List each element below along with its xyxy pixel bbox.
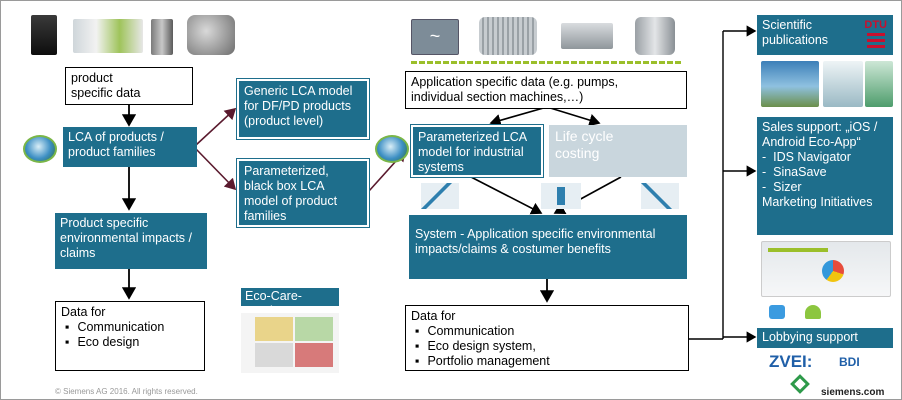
inverter-image: ~ [411, 19, 459, 55]
generic-lca-box: Generic LCA model for DF/PD products (pr… [237, 79, 369, 139]
product-specific-data-box: product specific data [65, 67, 193, 105]
param-lca-line-3: systems [418, 160, 464, 174]
left-data-for-box: Data for Communication Eco design [55, 301, 205, 371]
bdi-logo: BDI [839, 355, 860, 369]
siemens-com-logo: siemens.com [821, 387, 885, 398]
scientific-publications-box: Scientific publications DTU [757, 15, 893, 55]
sales-support-box: Sales support: „iOS / Android Eco-App“ -… [757, 117, 893, 235]
center-data-for-box: Data for Communication Eco design system… [405, 305, 689, 371]
generic-lca-line-3: (product level) [244, 114, 324, 128]
param-lca-box: Parameterized LCA model for industrial s… [411, 125, 543, 177]
pump-image [635, 17, 675, 55]
system-impacts-box: System - Application specific environmen… [409, 215, 687, 279]
lca-products-line-1: LCA of products / [68, 130, 164, 144]
zvei-logo: ZVEI: [769, 352, 813, 371]
coupling-image [561, 23, 613, 49]
sales-line-1: Sales support: „iOS / [762, 120, 878, 134]
param-lca-line-2: model for industrial [418, 145, 524, 159]
eco-care-matrix-label: Eco-Care-Matrix [241, 288, 339, 318]
center-data-item: Portfolio management [415, 354, 683, 369]
sales-line-2: Android Eco-App“ [762, 135, 861, 149]
dtu-logo-mark [867, 33, 885, 49]
drive-photo [31, 15, 57, 55]
application-data-line-2: individual section machines,…) [411, 90, 584, 104]
module-photo [151, 19, 173, 55]
globe-recycle-icon [23, 135, 57, 163]
product-data-line-1: product [71, 71, 113, 85]
center-data-item: Communication [415, 324, 683, 339]
left-data-item: Eco design [65, 335, 199, 350]
left-data-for-title: Data for [61, 305, 106, 319]
motor-image [479, 17, 537, 55]
lca-products-box: LCA of products / product families [63, 127, 197, 167]
motor-photo [187, 15, 235, 55]
sales-item: - Sizer [762, 180, 802, 194]
balance-icon [541, 183, 581, 209]
life-cycle-line-2: costing [555, 145, 600, 161]
env-impacts-line-1: Product specific [60, 216, 149, 230]
center-data-item: Eco design system, [415, 339, 683, 354]
globe-recycle-icon-center [375, 135, 409, 163]
param-lca-line-1: Parameterized LCA [418, 130, 528, 144]
controller-photo [73, 19, 143, 53]
black-box-line-1: Parameterized, [244, 164, 329, 178]
book-cover-3 [865, 61, 893, 107]
env-impacts-line-2: environmental impacts / [60, 231, 193, 245]
black-box-line-3: model of product [244, 194, 338, 208]
env-impacts-line-3: claims [60, 246, 96, 260]
sales-item-label: Sizer [773, 180, 802, 194]
generic-lca-line-1: Generic LCA model [244, 84, 353, 98]
life-cycle-line-1: Life cycle [555, 128, 614, 144]
copyright-footer: © Siemens AG 2016. All rights reserved. [55, 387, 198, 396]
product-data-line-2: specific data [71, 86, 141, 100]
app-screenshot [761, 241, 891, 297]
cost-decline-icon [641, 183, 679, 209]
book-cover-1 [761, 61, 819, 107]
left-data-item: Communication [65, 320, 199, 335]
sales-item: - IDS Navigator [762, 150, 851, 164]
ios-store-icon [769, 305, 785, 319]
system-line-1: System - Application specific environmen… [415, 227, 656, 241]
life-cycle-costing-box: Life cycle costing [549, 125, 687, 177]
eco-care-matrix-chart [241, 313, 339, 373]
growth-chart-icon [421, 183, 459, 209]
center-data-for-title: Data for [411, 309, 456, 323]
lobbying-support-box: Lobbying support [757, 328, 893, 348]
system-line-2: impacts/claims & costumer benefits [415, 242, 611, 256]
sci-pub-line-2: publications [762, 33, 829, 47]
drive-train-axis [411, 61, 683, 64]
lca-products-line-2: product families [68, 145, 156, 159]
android-icon [805, 305, 821, 319]
marketing-line: Marketing Initiatives [762, 195, 873, 209]
generic-lca-line-2: for DF/PD products [244, 99, 351, 113]
black-box-line-4: families [244, 209, 287, 223]
book-cover-2 [823, 61, 863, 107]
sales-item: - SinaSave [762, 165, 827, 179]
application-data-box: Application specific data (e.g. pumps, i… [405, 71, 687, 109]
env-impacts-box: Product specific environmental impacts /… [55, 213, 207, 269]
dtu-logo: DTU [864, 19, 887, 31]
sci-pub-line-1: Scientific [762, 18, 813, 32]
black-box-lca-box: Parameterized, black box LCA model of pr… [237, 159, 369, 227]
sales-item-label: IDS Navigator [773, 150, 851, 164]
sales-item-label: SinaSave [773, 165, 827, 179]
black-box-line-2: black box LCA [244, 179, 325, 193]
application-data-line-1: Application specific data (e.g. pumps, [411, 75, 619, 89]
